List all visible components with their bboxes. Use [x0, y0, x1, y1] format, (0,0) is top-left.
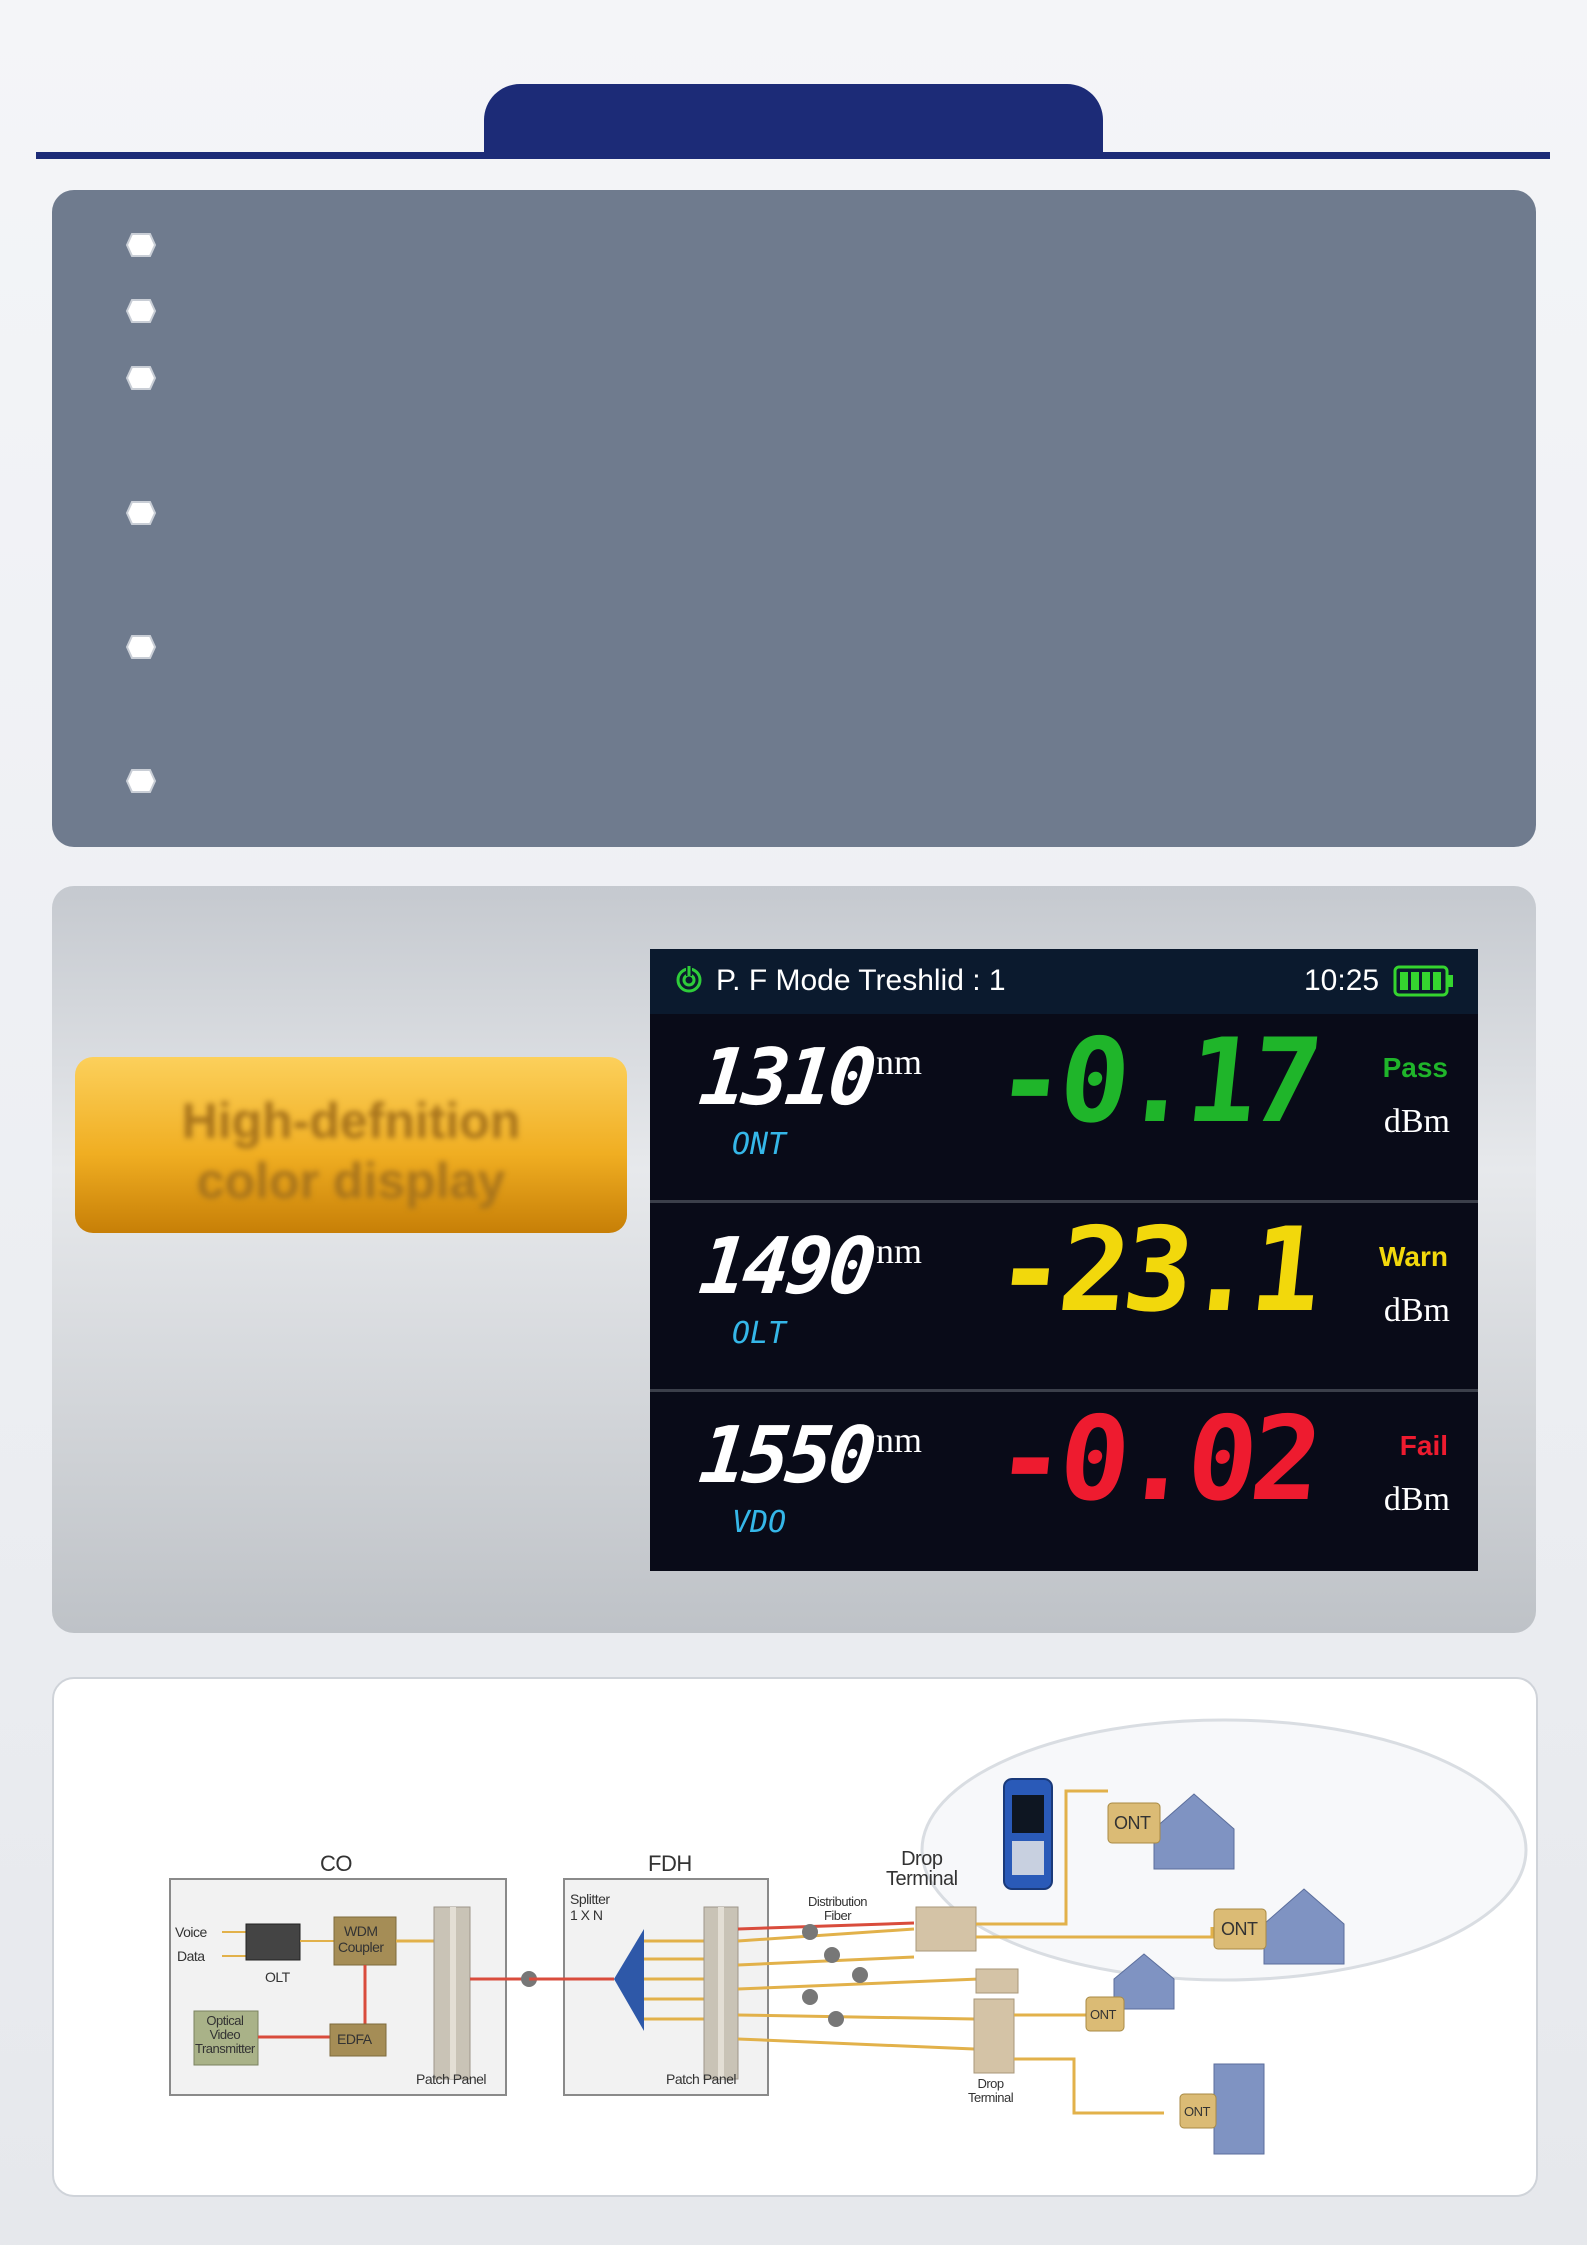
- bullet-icon: [125, 501, 157, 525]
- status-fail: Fail: [1399, 1430, 1448, 1461]
- source-label: VDO: [732, 1505, 787, 1540]
- distribution-fiber-label: Distribution Fiber: [808, 1894, 868, 1923]
- olt-label: OLT: [265, 1969, 290, 1985]
- display-badge: High-defnition color display: [75, 1057, 627, 1233]
- bullet-icon: [125, 769, 157, 793]
- wavelength: 1310: [695, 1033, 877, 1123]
- meter-screen: P. F Mode Treshlid : 1 10:25 1310 nm ONT…: [650, 949, 1478, 1571]
- source-label: OLT: [732, 1316, 787, 1351]
- ont-label: ONT: [1221, 1919, 1258, 1939]
- drop-terminal-bottom-label: Drop Terminal: [968, 2076, 1014, 2105]
- fdh-title: FDH: [648, 1851, 692, 1876]
- wdm-label: WDM Coupler: [338, 1923, 384, 1955]
- power-unit: dBm: [1383, 1103, 1450, 1140]
- edfa-label: EDFA: [337, 2031, 372, 2047]
- bullet-icon: [125, 233, 157, 257]
- status-bar: P. F Mode Treshlid : 1 10:25: [650, 949, 1478, 1014]
- wavelength-unit: nm: [876, 1231, 923, 1271]
- reading-row-1310: 1310 nm ONT -0.17 Pass dBm: [650, 1014, 1478, 1203]
- power-unit: dBm: [1383, 1292, 1450, 1329]
- source-label: ONT: [732, 1127, 787, 1162]
- wavelength-unit: nm: [876, 1042, 923, 1082]
- wavelength: 1550: [695, 1411, 877, 1501]
- power-value: -0.02: [988, 1392, 1323, 1527]
- patch-panel-co-label: Patch Panel: [416, 2071, 487, 2087]
- voice-label: Voice: [175, 1924, 207, 1940]
- features-panel: [52, 190, 1536, 847]
- bullet-icon: [125, 366, 157, 390]
- power-value: -0.17: [988, 1014, 1323, 1149]
- display-badge-label: High-defnition color display: [181, 1093, 521, 1209]
- splitter-label: Splitter 1 X N: [570, 1891, 610, 1923]
- power-value: -23.1: [988, 1203, 1323, 1338]
- mode-label: P. F Mode Treshlid : 1: [716, 964, 1006, 997]
- reading-row-1550: 1550 nm VDO -0.02 Fail dBm: [650, 1392, 1478, 1571]
- optical-video-label: Optical Video Transmitter: [195, 2013, 255, 2056]
- ont-label: ONT: [1114, 1813, 1151, 1833]
- battery-icon: [1393, 965, 1453, 997]
- ont-label: ONT: [1090, 2007, 1116, 2022]
- section-title-tab: [484, 84, 1103, 156]
- clock: 10:25: [1304, 964, 1380, 997]
- bullet-icon: [125, 299, 157, 323]
- ont-label: ONT: [1184, 2104, 1210, 2119]
- power-unit: dBm: [1383, 1481, 1450, 1518]
- network-diagram-graphic: [169, 1718, 1528, 2155]
- bullet-icon: [125, 635, 157, 659]
- status-pass: Pass: [1382, 1052, 1448, 1083]
- wavelength-unit: nm: [876, 1420, 923, 1460]
- status-warn: Warn: [1379, 1241, 1448, 1272]
- data-label: Data: [177, 1948, 205, 1964]
- co-title: CO: [320, 1851, 353, 1876]
- wavelength: 1490: [695, 1222, 877, 1312]
- patch-panel-fdh-label: Patch Panel: [666, 2071, 737, 2087]
- reading-row-1490: 1490 nm OLT -23.1 Warn dBm: [650, 1203, 1478, 1392]
- network-diagram: CO FDH Voice Data OLT WDM Coupler Optica…: [52, 1677, 1538, 2197]
- drop-terminal-top-label: Drop Terminal: [886, 1848, 958, 1890]
- power-icon: [676, 966, 702, 993]
